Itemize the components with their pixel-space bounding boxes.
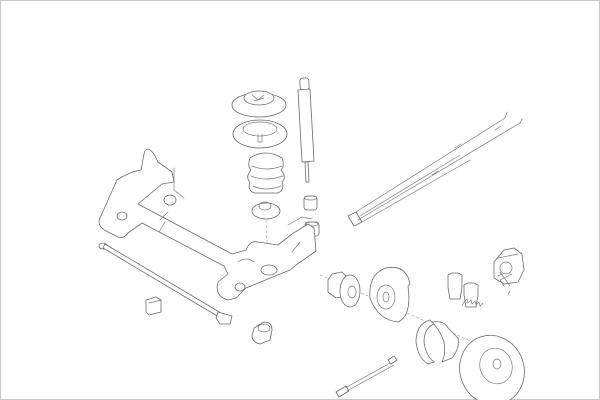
shock-absorber [297,77,315,183]
wheel-hub [327,271,361,308]
return-spring [461,298,484,307]
abs-sensor [335,355,398,398]
axle-bushing [251,321,273,345]
handbrake-cables [347,111,523,227]
spring-seat [232,119,288,149]
brake-disc [459,334,525,400]
shock-bushing-upper [303,195,318,211]
rod-bushing [145,296,162,316]
brake-shoes [415,319,459,365]
bump-stop-bellow [247,152,285,194]
lower-spring-pad [251,201,281,220]
rear-axle-beam [98,148,317,301]
caliper-clip [497,271,513,295]
brake-backing-plate [369,266,411,323]
brake-caliper [493,247,525,285]
panhard-rod [98,242,233,325]
top-mount [231,90,287,118]
